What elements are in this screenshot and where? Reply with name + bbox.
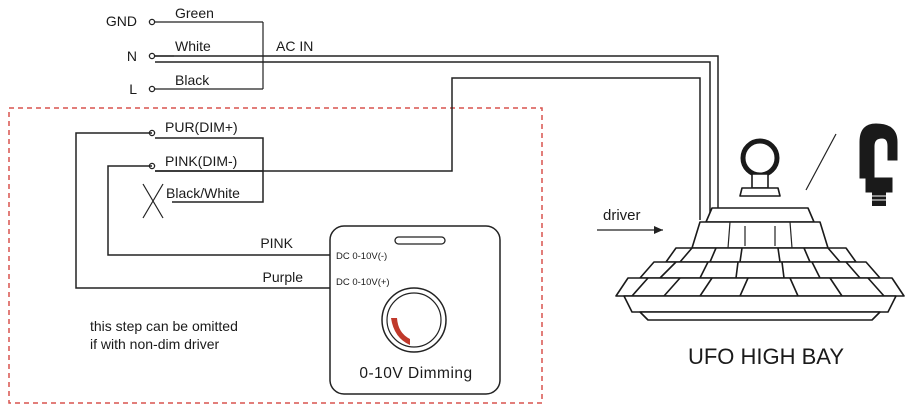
- dimmer-slot: [394, 236, 446, 245]
- lead-label-unused: Black/White: [166, 185, 240, 201]
- wire-label-purple: Purple: [263, 269, 304, 285]
- dimmer-title: 0-10V Dimming: [359, 365, 472, 382]
- wire-label-white: White: [175, 38, 211, 54]
- wire-label-pink: PINK: [260, 235, 293, 251]
- lead-label-dim-plus: PUR(DIM+): [165, 119, 238, 135]
- driver-label: driver: [603, 207, 641, 224]
- dimmer-knob[interactable]: [381, 287, 447, 353]
- terminal-label-gnd: GND: [106, 13, 137, 29]
- ufo-high-bay-lamp: [615, 123, 905, 321]
- wire-label-black: Black: [175, 72, 210, 88]
- ac-terminal-gnd: GND Green: [106, 5, 263, 29]
- terminal-label-n: N: [127, 48, 137, 64]
- ac-in-label: AC IN: [276, 38, 313, 54]
- dimmer-terminal-minus: DC 0-10V(-): [336, 251, 387, 262]
- terminal-label-l: L: [129, 81, 137, 97]
- ac-terminal-n: N White: [127, 38, 211, 64]
- dimmer-module: DC 0-10V(-) DC 0-10V(+) 0-10V Dimming: [329, 225, 501, 395]
- note-line-2: if with non-dim driver: [90, 336, 219, 352]
- lead-label-dim-minus: PINK(DIM-): [165, 153, 237, 169]
- wire-label-green: Green: [175, 5, 214, 21]
- dimmer-terminal-plus: DC 0-10V(+): [336, 277, 390, 288]
- ac-terminal-l: L Black: [129, 72, 263, 97]
- note-line-1: this step can be omitted: [90, 318, 238, 334]
- product-name: UFO HIGH BAY: [688, 344, 844, 369]
